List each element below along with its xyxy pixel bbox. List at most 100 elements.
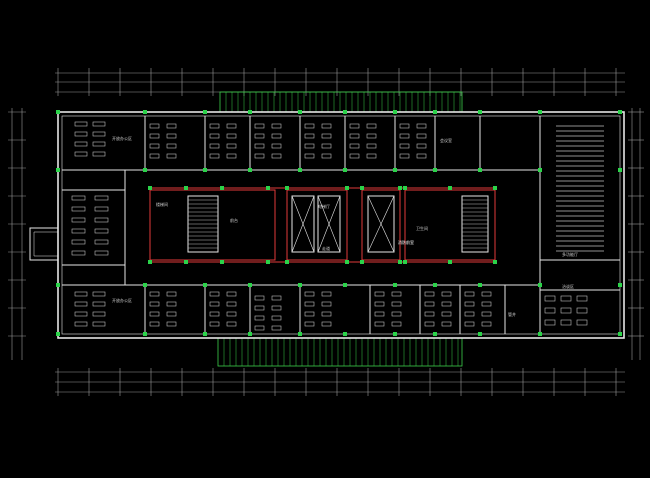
- structural-column: [343, 168, 347, 172]
- desk: [254, 133, 265, 139]
- desk: [271, 143, 282, 149]
- desk: [254, 305, 265, 311]
- structural-column: [393, 332, 397, 336]
- desk: [209, 311, 220, 317]
- structural-column: [248, 168, 252, 172]
- desk: [271, 295, 282, 301]
- structural-column: [398, 186, 402, 190]
- dimension-ticks: [8, 68, 644, 396]
- structural-column: [143, 332, 147, 336]
- structural-column: [345, 260, 349, 264]
- structural-column: [478, 332, 482, 336]
- desk: [576, 295, 588, 302]
- desk: [416, 153, 427, 159]
- desk: [226, 133, 237, 139]
- stair-steps: [188, 199, 488, 249]
- desk: [271, 325, 282, 331]
- label-meeting-room: 洽谈区: [562, 283, 574, 289]
- desk: [576, 307, 588, 314]
- desk: [544, 319, 556, 326]
- desk: [149, 133, 160, 139]
- desk: [366, 143, 377, 149]
- desk: [92, 141, 106, 147]
- desk: [321, 311, 332, 317]
- desk: [271, 153, 282, 159]
- structural-column: [203, 110, 207, 114]
- structural-column: [433, 110, 437, 114]
- desk: [71, 217, 86, 223]
- structural-column: [266, 260, 270, 264]
- desk: [366, 133, 377, 139]
- label-office-right: 会议室: [440, 137, 452, 143]
- structural-column: [220, 260, 224, 264]
- interior-partitions: [62, 116, 620, 334]
- structural-column: [345, 186, 349, 190]
- structural-column: [433, 283, 437, 287]
- label-office-bottom-left: 开放办公区: [112, 297, 132, 303]
- desk: [464, 311, 475, 317]
- desk: [94, 228, 109, 234]
- desk: [166, 123, 177, 129]
- desk: [92, 311, 106, 317]
- desk: [399, 153, 410, 159]
- desk: [92, 301, 106, 307]
- desk: [464, 301, 475, 307]
- desk: [209, 153, 220, 159]
- desk: [149, 153, 160, 159]
- desk: [304, 153, 315, 159]
- desk: [391, 291, 402, 297]
- desk: [149, 291, 160, 297]
- structural-column: [393, 168, 397, 172]
- structural-column: [360, 186, 364, 190]
- desk: [226, 321, 237, 327]
- desk: [304, 133, 315, 139]
- structural-column: [393, 283, 397, 287]
- desk: [149, 123, 160, 129]
- desk: [424, 321, 435, 327]
- desk: [74, 121, 88, 127]
- desk: [74, 301, 88, 307]
- structural-column: [184, 186, 188, 190]
- desk: [424, 291, 435, 297]
- desk: [321, 143, 332, 149]
- desk: [94, 217, 109, 223]
- desk: [391, 301, 402, 307]
- desk: [226, 311, 237, 317]
- desk: [71, 195, 86, 201]
- desk: [441, 311, 452, 317]
- desk: [92, 131, 106, 137]
- desk: [254, 153, 265, 159]
- structural-column: [618, 168, 622, 172]
- structural-column: [478, 168, 482, 172]
- label-reception: 前台: [230, 217, 238, 223]
- desk: [149, 143, 160, 149]
- structural-column: [403, 186, 407, 190]
- structural-column: [298, 110, 302, 114]
- desk: [71, 206, 86, 212]
- desk: [209, 143, 220, 149]
- structural-column: [538, 168, 542, 172]
- structural-column: [56, 110, 60, 114]
- desk: [74, 321, 88, 327]
- desk: [366, 153, 377, 159]
- label-office-top-left: 开放办公区: [112, 135, 132, 141]
- structural-column: [478, 110, 482, 114]
- desk: [481, 291, 492, 297]
- desk: [166, 133, 177, 139]
- structural-column: [143, 110, 147, 114]
- desk: [226, 123, 237, 129]
- structural-column: [618, 332, 622, 336]
- label-restroom: 卫生间: [416, 225, 428, 231]
- room-labels: 开放办公区 开放办公区 会议室 楼梯间 电梯厅 走道 卫生间 前台 多功能厅 洽…: [112, 135, 578, 317]
- desk: [464, 321, 475, 327]
- structural-column: [360, 260, 364, 264]
- structural-column: [538, 283, 542, 287]
- desk: [226, 153, 237, 159]
- desk: [166, 153, 177, 159]
- desk: [271, 315, 282, 321]
- desk: [321, 301, 332, 307]
- desk: [321, 133, 332, 139]
- desk: [576, 319, 588, 326]
